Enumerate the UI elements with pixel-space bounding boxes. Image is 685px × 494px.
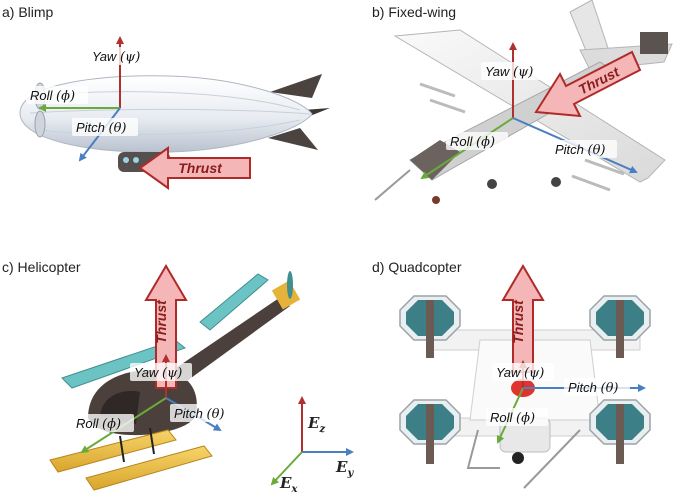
blimp-yaw-label: Yaw (ψ) <box>88 47 150 65</box>
aircraft-wheel <box>432 196 440 204</box>
panel-blimp: a) Blimp Thrust <box>2 4 330 190</box>
panel-title-quadcopter: d) Quadcopter <box>372 259 462 275</box>
aircraft-cockpit <box>410 140 460 180</box>
fixed-wing-thrust-shape <box>534 50 642 118</box>
helicopter-thrust-arrow: Thrust <box>144 264 188 389</box>
quadcopter-rotor-rear-right <box>589 399 651 464</box>
helicopter-rotor-blade <box>61 339 187 389</box>
helicopter-tail-rotor-housing <box>271 280 301 310</box>
quadcopter-rotor-front-right <box>589 295 651 358</box>
svg-text:Roll (ϕ): Roll (ϕ) <box>450 134 495 150</box>
svg-text:Pitch (θ): Pitch (θ) <box>568 380 619 396</box>
fixed-wing-yaw-label: Yaw (ψ) <box>481 62 543 80</box>
svg-text:Pitch (θ): Pitch (θ) <box>174 406 225 422</box>
quadcopter-camera <box>512 452 524 464</box>
blimp-tail-fin-top <box>270 74 322 98</box>
aircraft-wheel <box>551 177 561 187</box>
helicopter-thrust-label: Thrust <box>153 299 169 344</box>
helicopter-tail-boom <box>170 296 290 386</box>
helicopter-skid-strut <box>119 435 125 463</box>
svg-text:Roll (ϕ): Roll (ϕ) <box>490 410 535 426</box>
quadcopter-landing-leg <box>466 429 500 469</box>
panel-quadcopter: d) Quadcopter <box>372 259 651 489</box>
blimp-envelope-seam <box>39 119 301 136</box>
helicopter-pitch-label: Pitch (θ) <box>170 404 236 422</box>
panel-fixed-wing: b) Fixed-wing <box>372 0 673 204</box>
blimp-pitch-label: Pitch (θ) <box>72 118 138 136</box>
blimp-tail-fin-bottom <box>268 128 318 150</box>
blimp-roll-label: Roll (ϕ) <box>26 86 88 104</box>
fixed-wing-illustration <box>374 0 673 204</box>
quadcopter-rotor-rear-left <box>399 399 461 464</box>
blimp-thrust-label: Thrust <box>178 160 223 176</box>
helicopter-float <box>49 429 177 473</box>
world-axis-z-label: Ez <box>307 414 325 435</box>
quadcopter-thrust-shape <box>501 264 545 373</box>
world-axis-x-label: Ex <box>279 474 298 494</box>
aircraft-wheel <box>487 179 497 189</box>
svg-text:Roll (ϕ): Roll (ϕ) <box>30 88 75 104</box>
aircraft-nose-probe <box>374 169 411 201</box>
helicopter-rotor-blade <box>199 273 269 331</box>
blimp-gondola-window <box>133 157 139 163</box>
aircraft-engine <box>640 32 668 54</box>
aircraft-missile <box>571 174 611 192</box>
panel-title-fixed-wing: b) Fixed-wing <box>372 4 456 20</box>
helicopter-tail-rotor <box>287 271 293 299</box>
fixed-wing-pitch-label: Pitch (θ) <box>551 140 617 158</box>
panel-title-blimp: a) Blimp <box>2 4 54 20</box>
helicopter-roll-label: Roll (ϕ) <box>72 414 134 432</box>
svg-text:Yaw (ψ): Yaw (ψ) <box>92 49 140 65</box>
blimp-thrust-arrow: Thrust <box>138 146 251 190</box>
svg-text:Yaw (ψ): Yaw (ψ) <box>134 365 182 381</box>
aircraft-missile <box>419 82 456 98</box>
quadcopter-yaw-label: Yaw (ψ) <box>492 363 554 381</box>
svg-text:Yaw (ψ): Yaw (ψ) <box>496 365 544 381</box>
blimp-gondola-window <box>123 157 129 163</box>
blimp-envelope-seam <box>29 108 311 115</box>
svg-text:Pitch (θ): Pitch (θ) <box>76 120 127 136</box>
helicopter-yaw-label: Yaw (ψ) <box>130 363 192 381</box>
quadcopter-rotor-front-left <box>399 295 461 358</box>
helicopter-skid-strut <box>149 427 155 455</box>
svg-text:Yaw (ψ): Yaw (ψ) <box>485 64 533 80</box>
panel-helicopter: c) Helicopter Thrust <box>2 259 301 491</box>
svg-text:Roll (ϕ): Roll (ϕ) <box>76 416 121 432</box>
quadcopter-thrust-arrow: Thrust <box>501 264 545 373</box>
quadcopter-pitch-label: Pitch (θ) <box>564 378 630 396</box>
world-axis-y-label: Ey <box>335 458 354 479</box>
blimp-propeller <box>34 110 46 138</box>
quadcopter-illustration <box>399 295 651 489</box>
panel-title-helicopter: c) Helicopter <box>2 259 81 275</box>
aircraft-missile <box>584 158 625 176</box>
world-axes: Ez Ey Ex <box>270 396 354 494</box>
quadcopter-landing-leg <box>523 429 581 489</box>
svg-text:Pitch (θ): Pitch (θ) <box>555 142 606 158</box>
quadcopter-thrust-label: Thrust <box>510 299 526 344</box>
blimp-thrust-shape <box>138 146 251 190</box>
helicopter-float <box>85 445 213 491</box>
fixed-wing-roll-label: Roll (ϕ) <box>446 132 508 150</box>
quadcopter-roll-label: Roll (ϕ) <box>486 408 548 426</box>
aircraft-missile <box>429 98 466 114</box>
world-axis-x <box>270 451 303 486</box>
